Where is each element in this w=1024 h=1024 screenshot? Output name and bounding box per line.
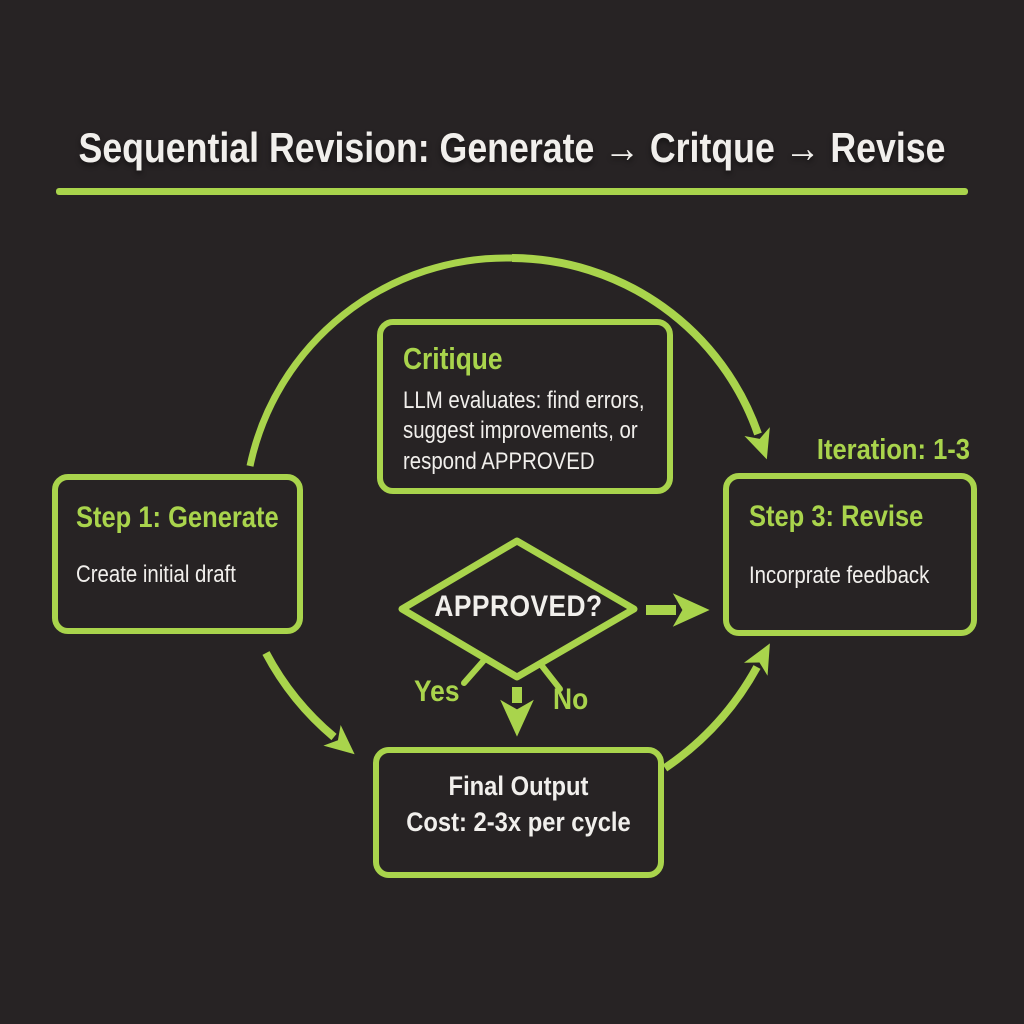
decision-label: APPROVED? [434, 590, 603, 623]
arc-output-to-revise [662, 643, 770, 772]
decision-yes-label: Yes [414, 675, 460, 708]
node-generate-title: Step 1: Generate [76, 501, 279, 534]
iteration-annotation: Iteration: 1-3 [816, 434, 970, 466]
node-final-output: Final Output Cost: 2-3x per cycle [373, 747, 664, 878]
title-underline [56, 188, 968, 195]
decision-diamond [398, 537, 638, 681]
arc-generate-to-output [262, 651, 355, 755]
arc-generate-to-critique [246, 254, 513, 467]
decision-no-label: No [553, 683, 589, 716]
node-generate: Step 1: Generate Create initial draft [52, 474, 303, 634]
node-final-output-line1: Final Output [448, 771, 589, 801]
node-critique: Critique LLM evaluates: find errors, sug… [377, 319, 673, 494]
node-critique-body: LLM evaluates: find errors, suggest impr… [403, 386, 645, 477]
tick-no [539, 663, 563, 692]
tick-yes [461, 655, 489, 686]
arc-critique-to-revise [511, 254, 770, 460]
node-critique-title: Critique [403, 341, 503, 376]
node-revise: Step 3: Revise Incorprate feedback [723, 473, 977, 636]
node-critique-body-line2: suggest improvements, or [403, 417, 638, 445]
node-generate-body: Create initial draft [76, 561, 236, 588]
node-critique-body-line1: LLM evaluates: find errors, [403, 387, 645, 415]
page-title: Sequential Revision: Generate → Critque … [78, 124, 946, 171]
node-revise-body: Incorprate feedback [749, 562, 930, 589]
node-revise-title: Step 3: Revise [749, 500, 924, 533]
node-final-output-line2: Cost: 2-3x per cycle [406, 807, 631, 837]
node-critique-body-line3: respond APPROVED [403, 447, 595, 475]
